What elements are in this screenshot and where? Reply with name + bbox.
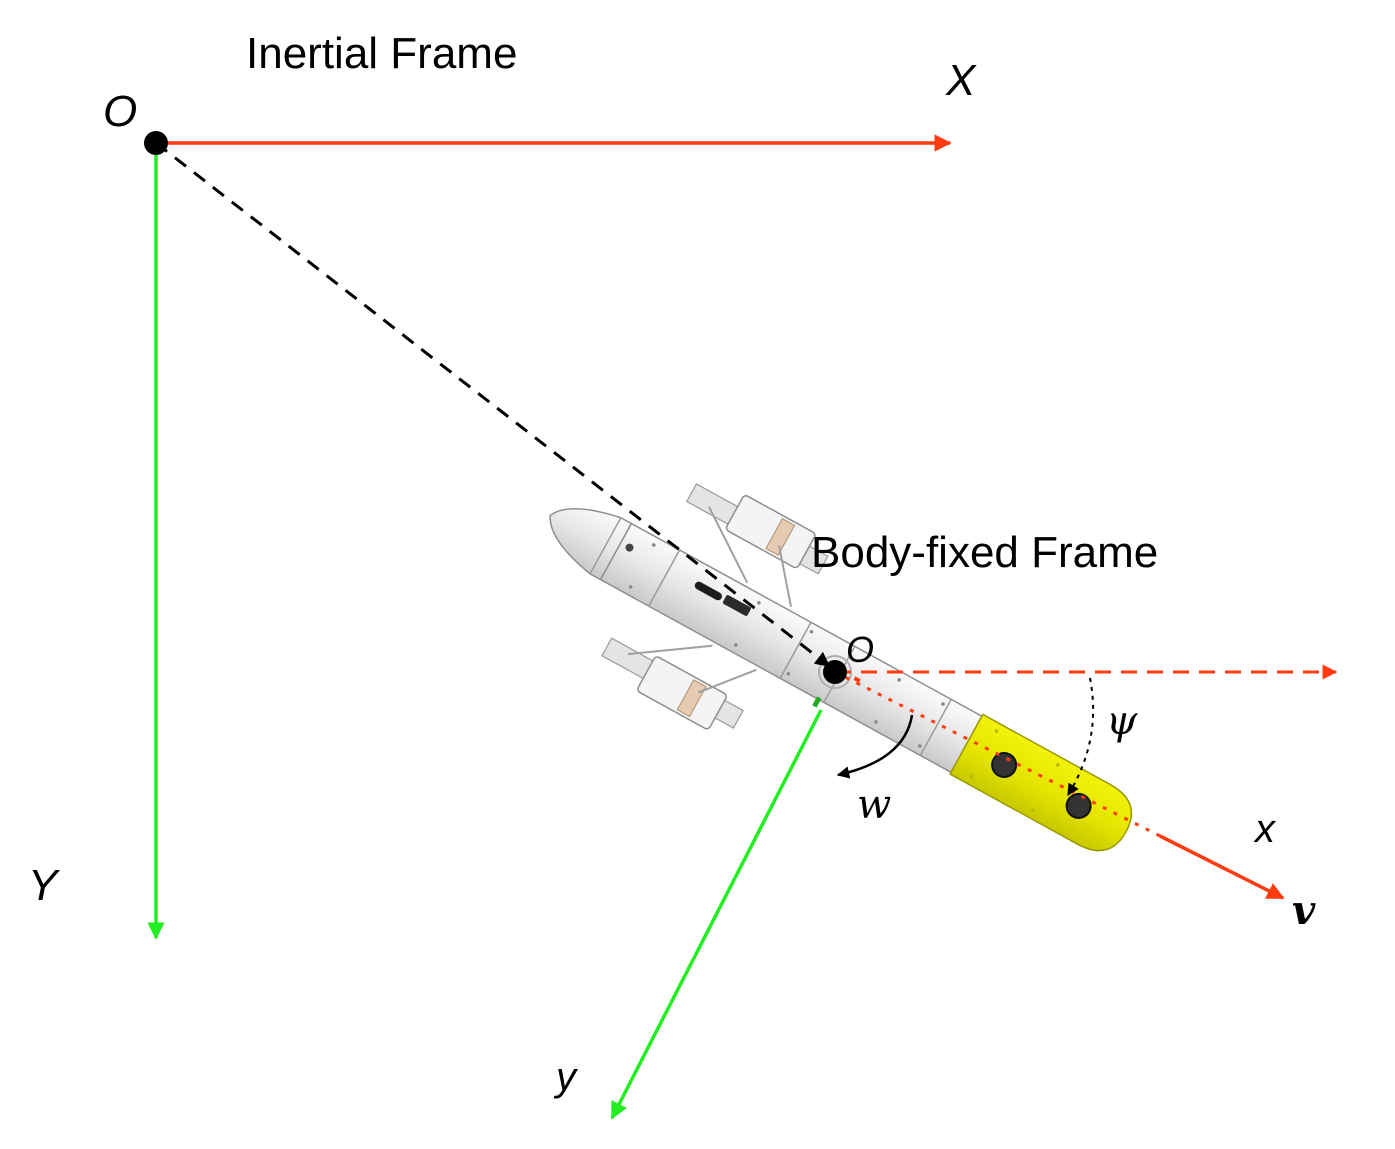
body-y-axis	[610, 709, 823, 1120]
body-frame-title: Body-fixed Frame	[811, 528, 1158, 577]
nose-cone	[549, 507, 633, 581]
body-origin-dot	[823, 660, 847, 684]
auv-vehicle	[549, 483, 1133, 852]
upper-thruster-pod	[685, 483, 829, 607]
body-x-label: x	[1253, 807, 1277, 851]
angular-velocity-arc	[836, 714, 914, 779]
angular-velocity-label: w	[857, 782, 891, 828]
psi-label: ψ	[1106, 698, 1138, 744]
linear-velocity-label: v	[1292, 887, 1316, 934]
inertial-frame-title: Inertial Frame	[246, 29, 517, 78]
inertial-x-label: X	[945, 56, 977, 105]
inertial-origin-dot	[144, 131, 168, 155]
body-x-axis-dotted	[834, 670, 1161, 838]
body-x-axis	[1159, 834, 1285, 900]
lower-thruster-pod	[601, 637, 757, 730]
position-vector	[155, 141, 831, 668]
body-origin-label: O	[846, 629, 874, 670]
inertial-origin-label: O	[103, 87, 137, 136]
body-y-label: y	[553, 1055, 579, 1099]
inertial-y-label: Y	[28, 861, 60, 910]
